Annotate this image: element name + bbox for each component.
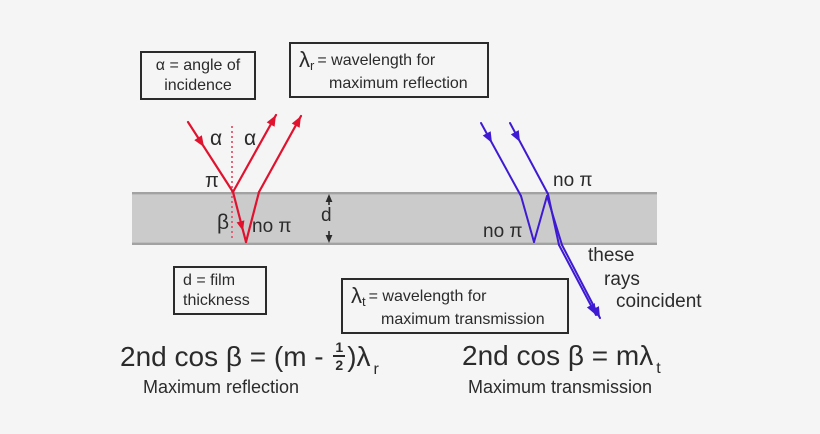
red-reflected-ray-2 (257, 114, 303, 194)
coincident-rays-note-line2: rays (604, 269, 640, 290)
thickness-d-label: d (321, 205, 332, 226)
no-pi-label-blue-top: no π (553, 170, 593, 191)
angle-of-incidence-box: α = angle of incidence (140, 51, 256, 101)
film-thickness-line2: thickness (183, 291, 250, 309)
blue-incident-arrowhead-1 (482, 131, 492, 143)
alpha-angle-label-right: α (244, 127, 257, 150)
equation-reflection-subscript: r (373, 361, 379, 378)
no-pi-label-red: no π (252, 216, 292, 237)
blue-internal-down-ray (520, 195, 535, 243)
no-pi-label-blue-bottom: no π (483, 221, 523, 242)
red-refracted-arrowhead (236, 220, 245, 231)
fraction-numerator: 1 (333, 339, 346, 357)
max-transmission-caption: Maximum transmission (468, 377, 653, 397)
wavelength-reflection-line1: = wavelength for (317, 52, 436, 69)
lambda-subscript-r: r (310, 58, 315, 73)
lambda-subscript-t: t (362, 294, 366, 309)
pi-phase-shift-label: π (205, 170, 219, 192)
wavelength-transmission-line1: = wavelength for (368, 288, 487, 305)
coincident-rays-note-line1: these (588, 245, 635, 266)
angle-definition-line2: incidence (164, 76, 232, 94)
lambda-symbol: λ (299, 47, 310, 72)
wavelength-transmission-line2: maximum transmission (381, 310, 545, 328)
lambda-symbol: λ (351, 283, 362, 308)
thickness-arrow-up (325, 194, 333, 202)
wavelength-transmission-box: λt= wavelength for maximum transmission (341, 278, 569, 335)
beta-angle-label: β (217, 211, 230, 234)
blue-internal-up-ray (533, 195, 548, 243)
equation-reflection-prefix: 2nd cos β = (m - (120, 341, 332, 372)
wavelength-reflection-line2: maximum reflection (329, 74, 468, 92)
red-reflected-arrowhead-1 (266, 115, 276, 127)
wavelength-reflection-box: λr= wavelength for maximum reflection (289, 42, 489, 99)
film-thickness-box: d = film thickness (173, 266, 267, 316)
equation-reflection-suffix: )λ (347, 341, 371, 372)
red-incident-arrowhead (194, 135, 204, 147)
red-refracted-ray-down (231, 190, 248, 244)
blue-straight-through-ray (547, 193, 560, 246)
blue-incident-arrowhead-2 (510, 130, 520, 142)
thickness-arrow-down (325, 235, 333, 243)
red-reflected-ray-1 (231, 113, 278, 194)
blue-exit-ray-2 (558, 244, 597, 316)
equation-transmission-body: 2nd cos β = mλ (462, 340, 654, 371)
max-reflection-caption: Maximum reflection (143, 377, 300, 397)
film-thickness-line1: d = film (183, 272, 236, 289)
fraction-denominator: 2 (335, 357, 344, 373)
film-layer (132, 192, 657, 245)
coincident-rays-note-line3: coincident (616, 291, 702, 312)
alpha-angle-label-left: α (210, 127, 223, 150)
angle-definition-line1: α = angle of (155, 57, 241, 74)
red-internal-up-ray (244, 190, 261, 244)
red-incident-ray (186, 120, 235, 194)
blue-exit-arrowhead-2 (586, 303, 596, 315)
red-reflected-arrowhead-2 (291, 116, 301, 128)
equation-transmission-subscript: t (656, 360, 661, 377)
